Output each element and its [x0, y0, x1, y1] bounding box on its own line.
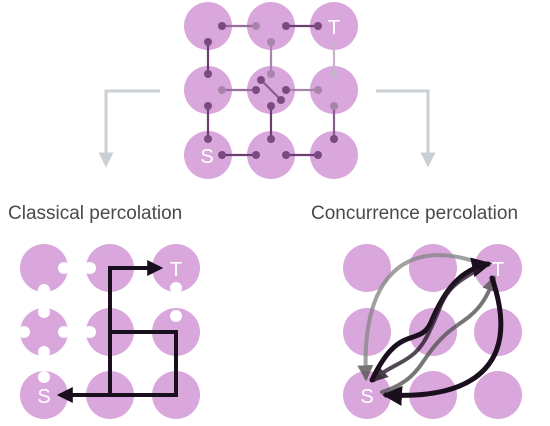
- classical-open-ports: [18, 262, 182, 383]
- port: [58, 326, 70, 338]
- top-grid-nodes: [184, 2, 358, 179]
- dot: [204, 135, 212, 143]
- dot: [252, 151, 260, 159]
- node: [474, 308, 522, 356]
- node: [20, 371, 68, 419]
- branch-arrows: [98, 89, 436, 168]
- node: [310, 131, 358, 179]
- classical-heading: Classical percolation: [8, 203, 183, 224]
- dot: [204, 102, 212, 110]
- right-branch-arrow: [376, 89, 436, 168]
- dot: [330, 102, 338, 110]
- port: [38, 371, 50, 383]
- dot: [267, 38, 275, 46]
- outer-gray-curve: [357, 253, 484, 382]
- target-label: T: [170, 259, 182, 281]
- node: [20, 308, 68, 356]
- top-grid-dots: [204, 22, 338, 159]
- dot: [330, 135, 338, 143]
- node: [310, 2, 358, 50]
- node: [184, 2, 232, 50]
- concurrence-grid: S T: [343, 244, 522, 419]
- node: [310, 66, 358, 114]
- port: [58, 262, 70, 274]
- port: [38, 284, 50, 296]
- node: [247, 2, 295, 50]
- dot: [267, 70, 275, 78]
- source-label: S: [37, 386, 50, 408]
- dot: [267, 102, 275, 110]
- dot: [314, 151, 322, 159]
- port: [84, 326, 96, 338]
- source-label: S: [200, 146, 213, 168]
- node: [184, 131, 232, 179]
- dot: [282, 22, 290, 30]
- dot: [204, 38, 212, 46]
- node: [474, 371, 522, 419]
- dot: [218, 22, 226, 30]
- dot: [314, 86, 322, 94]
- target-label: T: [492, 259, 504, 281]
- target-label: T: [328, 17, 340, 39]
- node: [152, 244, 200, 292]
- dot: [277, 96, 285, 104]
- node: [20, 244, 68, 292]
- port: [38, 346, 50, 358]
- classical-grid: S T: [18, 244, 200, 419]
- node: [247, 131, 295, 179]
- path-to-target: [108, 260, 164, 395]
- port: [18, 326, 30, 338]
- s-curve-upper: [369, 257, 492, 383]
- dot: [252, 86, 260, 94]
- dot: [218, 151, 226, 159]
- concurrence-paths: [357, 253, 504, 406]
- dot: [252, 22, 260, 30]
- node: [184, 66, 232, 114]
- port: [170, 310, 182, 322]
- top-grid-bonds: [206, 24, 336, 157]
- dot: [267, 135, 275, 143]
- top-grid: S T: [184, 2, 358, 179]
- loop-path: [110, 330, 178, 397]
- dot: [282, 151, 290, 159]
- dot: [218, 86, 226, 94]
- classical-paths: [56, 260, 178, 403]
- s-curve-upper-return: [371, 268, 480, 383]
- port: [84, 262, 96, 274]
- concurrence-heading: Concurrence percolation: [311, 203, 519, 224]
- dot: [204, 70, 212, 78]
- left-branch-arrow: [98, 89, 160, 168]
- dot: [314, 22, 322, 30]
- outer-dark-curve: [382, 275, 504, 406]
- s-curve-lower: [380, 274, 498, 394]
- port: [170, 282, 182, 294]
- dot: [257, 76, 265, 84]
- dot: [330, 70, 338, 78]
- node: [343, 371, 391, 419]
- node: [343, 244, 391, 292]
- bond: [259, 78, 283, 102]
- source-label: S: [360, 386, 373, 408]
- port: [38, 306, 50, 318]
- dot: [282, 86, 290, 94]
